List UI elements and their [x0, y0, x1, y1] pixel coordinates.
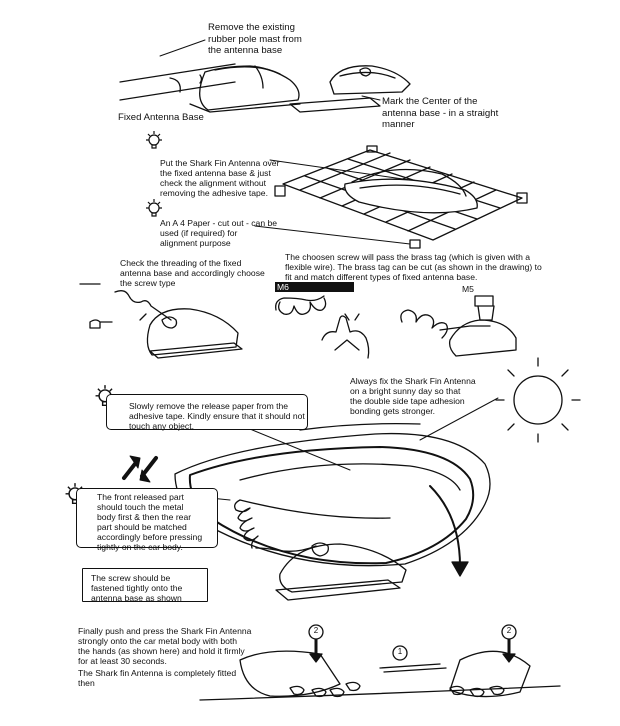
release-paper-label: Slowly remove the release paper from the… — [129, 401, 305, 431]
marked-base-drawing — [289, 65, 411, 113]
m5-assembly-drawing — [400, 295, 517, 357]
check-thread-label: Check the threading of the fixed antenna… — [120, 258, 265, 288]
completed-label: The Shark fin Antenna is completely fitt… — [78, 668, 237, 688]
slide-step-badge: 1 — [397, 647, 403, 656]
lightbulb-icon — [143, 130, 165, 152]
roof-grid-drawing — [274, 145, 528, 249]
step-remove-mast-label: Remove the existing rubber pole mast fro… — [208, 22, 302, 56]
release-paper-callout: Slowly remove the release paper from the… — [106, 394, 308, 431]
front-part-label: The front released part should touch the… — [97, 492, 203, 552]
fixed-base-thread-drawing — [79, 283, 243, 359]
press-step-badge-right: 2 — [506, 626, 512, 635]
mark-center-label: Mark the Center of the antenna base - in… — [382, 96, 499, 130]
press-step-badge-left: 2 — [313, 626, 319, 635]
lightbulb-icon — [143, 198, 165, 220]
coil-wire-drawing — [234, 499, 407, 601]
sun-drawing — [495, 357, 581, 443]
fasten-screw-label: The screw should be fastened tightly ont… — [91, 573, 183, 603]
screw-choice-label: The choosen screw will pass the brass ta… — [285, 252, 542, 282]
front-part-callout: The front released part should touch the… — [76, 488, 218, 552]
put-fin-label: Put the Shark Fin Antenna over the fixed… — [160, 158, 280, 198]
m5-tag: M5 — [462, 284, 474, 294]
lift-arrows — [122, 455, 158, 483]
pole-mast-drawing — [119, 63, 301, 113]
sunny-day-label: Always fix the Shark Fin Antenna on a br… — [350, 376, 476, 416]
a4-paper-label: An A 4 Paper - cut out - can be used (if… — [160, 218, 278, 248]
hands-pressing-drawing — [199, 624, 561, 701]
spring-brass-tag-drawing — [275, 295, 370, 359]
shark-fin-drawing — [174, 422, 491, 577]
fixed-base-label: Fixed Antenna Base — [118, 112, 204, 123]
fasten-screw-callout: The screw should be fastened tightly ont… — [82, 568, 208, 603]
m6-tag: M6 — [275, 282, 354, 292]
final-press-label: Finally push and press the Shark Fin Ant… — [78, 626, 252, 666]
